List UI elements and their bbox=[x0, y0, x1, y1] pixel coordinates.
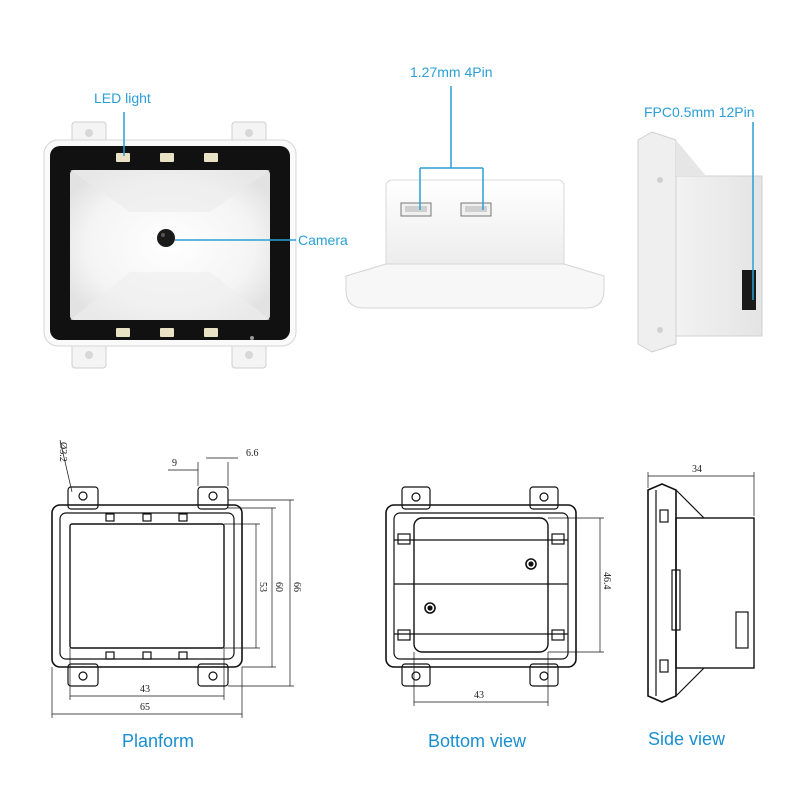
caption-side-view: Side view bbox=[648, 729, 726, 749]
dim-planform-width-inner: 43 bbox=[140, 684, 150, 695]
dim-tab-offset: 9 bbox=[172, 458, 177, 469]
dim-planform-height-mid: 60 bbox=[273, 582, 284, 592]
bottom-drawing bbox=[385, 486, 604, 706]
dim-bottom-width: 43 bbox=[474, 690, 484, 701]
bottom-photo bbox=[345, 86, 605, 309]
dim-tab-width: 6.6 bbox=[246, 448, 259, 459]
callout-led-light: LED light bbox=[94, 90, 151, 106]
side-photo bbox=[637, 122, 763, 353]
front-photo bbox=[43, 112, 297, 369]
dim-side-depth: 34 bbox=[692, 464, 702, 475]
dimension-labels: Ø3.2 9 6.6 53 60 66 43 65 46.4 43 34 bbox=[57, 442, 702, 713]
dim-planform-height-inner: 53 bbox=[257, 582, 268, 592]
callout-fpc-12pin: FPC0.5mm 12Pin bbox=[644, 104, 755, 120]
planform-drawing bbox=[51, 439, 294, 718]
caption-bottom-view: Bottom view bbox=[428, 731, 527, 751]
callout-connector-4pin: 1.27mm 4Pin bbox=[410, 64, 493, 80]
caption-planform: Planform bbox=[122, 731, 195, 751]
camera-lens bbox=[157, 229, 175, 247]
dim-bottom-height: 46.4 bbox=[601, 572, 612, 590]
side-drawing bbox=[647, 472, 755, 703]
dim-planform-height-outer: 66 bbox=[291, 582, 302, 592]
dim-hole-diameter: Ø3.2 bbox=[57, 442, 68, 462]
dim-planform-width-outer: 65 bbox=[140, 702, 150, 713]
fpc-connector bbox=[742, 270, 756, 310]
callout-camera: Camera bbox=[298, 232, 348, 248]
led-top-left bbox=[116, 153, 130, 162]
